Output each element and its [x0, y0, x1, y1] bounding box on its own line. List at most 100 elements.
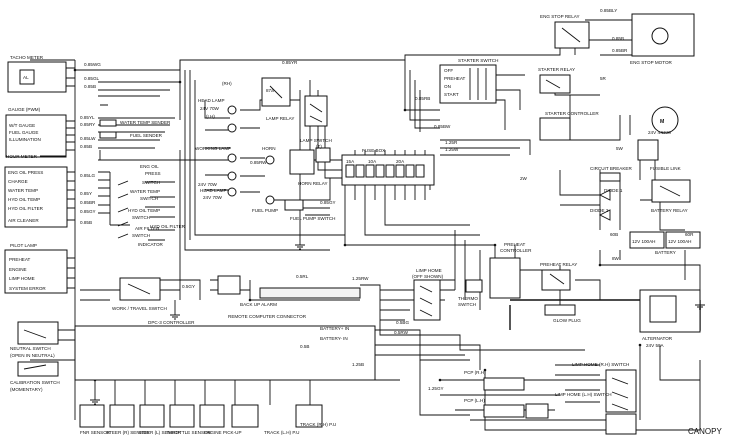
- svg-text:ENG OIL: ENG OIL: [140, 164, 159, 169]
- svg-text:INDICATOR: INDICATOR: [138, 242, 164, 247]
- svg-text:24V 70W: 24V 70W: [200, 106, 220, 111]
- eng-stop-relay: ENG STOP RELAY: [540, 14, 590, 49]
- svg-text:SWITCH: SWITCH: [458, 302, 476, 307]
- svg-text:BACK UP ALARM: BACK UP ALARM: [240, 302, 277, 307]
- svg-text:0.85BR: 0.85BR: [612, 48, 628, 53]
- svg-text:0.85LG: 0.85LG: [80, 173, 95, 178]
- svg-text:24V 4.5KW: 24V 4.5KW: [648, 130, 672, 135]
- svg-text:1.25B: 1.25B: [352, 362, 364, 367]
- svg-text:1.25RW: 1.25RW: [352, 276, 369, 281]
- svg-text:START: START: [444, 92, 459, 97]
- battery-relay: BATTERY RELAY: [651, 179, 691, 213]
- svg-text:0.5BG: 0.5BG: [396, 320, 409, 325]
- svg-text:PCP (R.H): PCP (R.H): [464, 370, 486, 375]
- pcp-valves: PCP (R.H) PCP (L.H) SDS CV: [464, 370, 549, 419]
- svg-text:(OFF SHOWN): (OFF SHOWN): [412, 274, 444, 279]
- svg-text:AIR FILTER: AIR FILTER: [135, 226, 160, 231]
- svg-text:CALIBRATION SWITCH: CALIBRATION SWITCH: [10, 380, 60, 385]
- sender-switches: WATER TEMP SENDER FUEL SENDER: [99, 119, 171, 139]
- svg-text:24V 70W: 24V 70W: [203, 195, 223, 200]
- svg-text:HYD OIL FILTER: HYD OIL FILTER: [150, 224, 186, 229]
- svg-text:ILLUMINATION: ILLUMINATION: [9, 137, 41, 142]
- starter-relay: STARTER RELAY STARTER CONTROLLER: [538, 67, 599, 141]
- svg-text:PREHEAT: PREHEAT: [504, 242, 526, 247]
- svg-text:LIMP HOME: LIMP HOME: [9, 276, 35, 281]
- svg-text:FUEL SENDER: FUEL SENDER: [130, 133, 163, 138]
- work-travel-switch: WORK / TRAVEL SWITCH: [112, 277, 167, 311]
- svg-text:FUEL PUMP SWITCH: FUEL PUMP SWITCH: [290, 216, 335, 221]
- svg-text:BATTERY: BATTERY: [655, 250, 676, 255]
- thermo-switch: THERMO SWITCH: [458, 279, 483, 307]
- fuel-pump: FUEL PUMP FUEL PUMP SWITCH: [252, 195, 335, 221]
- svg-text:AL: AL: [23, 75, 29, 80]
- svg-text:TRACK (L.H) P.U: TRACK (L.H) P.U: [264, 430, 299, 435]
- limp-home-rh-switch: LIMP HOME (R.H) SWITCH LIMP HOME (L.H) S…: [555, 362, 637, 435]
- svg-text:60B: 60B: [610, 232, 618, 237]
- lamp-switch: LAMP SWITCH: [300, 95, 332, 143]
- svg-text:ALTERNATOR: ALTERNATOR: [642, 336, 673, 341]
- svg-text:0.85BW: 0.85BW: [434, 124, 451, 129]
- warning-lamps: ENG OIL PRESS CHARGE WATER TEMP HYD OIL …: [4, 166, 75, 228]
- svg-text:PREHEAT: PREHEAT: [9, 257, 31, 262]
- svg-text:DPC-3 CONTROLLER: DPC-3 CONTROLLER: [148, 320, 195, 325]
- svg-text:24V 70W: 24V 70W: [198, 182, 218, 187]
- remote-connector: REMOTE COMPUTER CONNECTOR: [228, 287, 361, 319]
- starter-switch: STARTER SWITCH OFF PREHEAT ON START: [439, 58, 498, 104]
- svg-text:0.85WG: 0.85WG: [84, 62, 101, 67]
- svg-text:ENG STOP RELAY: ENG STOP RELAY: [540, 14, 580, 19]
- eng-stop-motor: ENG STOP MOTOR: [630, 13, 695, 65]
- svg-text:HORN: HORN: [262, 146, 276, 151]
- svg-text:HEAD LAMP: HEAD LAMP: [200, 188, 227, 193]
- svg-text:0.85GY: 0.85GY: [320, 200, 336, 205]
- svg-text:TACHO METER: TACHO METER: [10, 55, 44, 60]
- svg-text:LIMP HOME (R.H) SWITCH: LIMP HOME (R.H) SWITCH: [572, 362, 629, 367]
- svg-text:ENGINE: ENGINE: [9, 267, 27, 272]
- svg-text:LAMP SWITCH: LAMP SWITCH: [300, 138, 332, 143]
- lamp-relay: 87a LAMP RELAY: [261, 77, 294, 121]
- starter-motor: M 24V 4.5KW FUSIBLE LINK: [637, 106, 682, 171]
- tacho-meter: TACHO METER AL: [7, 55, 75, 93]
- sensors-row: FNR SENSOR STEER (R) SENSOR STEER (L) SE…: [79, 404, 336, 435]
- diagram-title: CANOPY: [688, 427, 722, 436]
- svg-text:FUEL PUMP: FUEL PUMP: [252, 208, 278, 213]
- svg-text:24V 50A: 24V 50A: [646, 343, 665, 348]
- svg-text:0.85GL: 0.85GL: [84, 76, 100, 81]
- svg-text:0.5B: 0.5B: [300, 344, 309, 349]
- svg-text:WORKING LAMP: WORKING LAMP: [195, 146, 231, 151]
- svg-text:0.85Y: 0.85Y: [80, 191, 92, 196]
- svg-text:0.85B: 0.85B: [80, 220, 92, 225]
- svg-text:FNR SENSOR: FNR SENSOR: [80, 430, 111, 435]
- svg-text:WATER TEMP: WATER TEMP: [130, 189, 160, 194]
- svg-text:W/T GAUGE: W/T GAUGE: [9, 123, 35, 128]
- svg-text:GAUGE (PWM): GAUGE (PWM): [8, 107, 41, 112]
- svg-text:LAMP RELAY: LAMP RELAY: [266, 116, 294, 121]
- svg-text:0.85RY: 0.85RY: [80, 122, 95, 127]
- svg-text:60R: 60R: [685, 232, 694, 237]
- svg-text:NEUTRAL SWITCH: NEUTRAL SWITCH: [10, 346, 51, 351]
- hour-meter: HOUR METER: [6, 154, 66, 159]
- svg-text:(T): (T): [316, 144, 322, 149]
- svg-text:CHARGE: CHARGE: [8, 179, 28, 184]
- svg-text:0.85B: 0.85B: [80, 144, 92, 149]
- svg-text:HEAD LAMP: HEAD LAMP: [198, 98, 225, 103]
- svg-text:WATER TEMP: WATER TEMP: [8, 188, 38, 193]
- svg-text:(OPEN IN NEUTRAL): (OPEN IN NEUTRAL): [10, 353, 55, 358]
- svg-text:8W: 8W: [612, 256, 620, 261]
- back-up-alarm: BACK UP ALARM: [217, 275, 277, 307]
- svg-text:12V 100AH: 12V 100AH: [632, 239, 656, 244]
- svg-text:PREHEAT: PREHEAT: [444, 76, 466, 81]
- svg-text:15A: 15A: [346, 159, 355, 164]
- svg-text:12V 100AH: 12V 100AH: [668, 239, 692, 244]
- circuit-breaker: CIRCUIT BREAKER DIODE 1 DIODE 2: [590, 166, 632, 221]
- svg-text:ON: ON: [444, 84, 451, 89]
- svg-text:PRESS: PRESS: [145, 171, 161, 176]
- svg-text:0.85YR: 0.85YR: [282, 60, 298, 65]
- svg-text:1.25GY: 1.25GY: [428, 386, 444, 391]
- svg-text:(MOMENTARY): (MOMENTARY): [10, 387, 43, 392]
- svg-text:0.85BLY: 0.85BLY: [600, 8, 617, 13]
- svg-text:5R: 5R: [600, 76, 607, 81]
- svg-text:5W: 5W: [616, 146, 624, 151]
- svg-text:0.85YL: 0.85YL: [80, 115, 95, 120]
- horn: HORN HORN RELAY (T): [262, 144, 331, 186]
- svg-text:DIODE 1: DIODE 1: [604, 188, 623, 193]
